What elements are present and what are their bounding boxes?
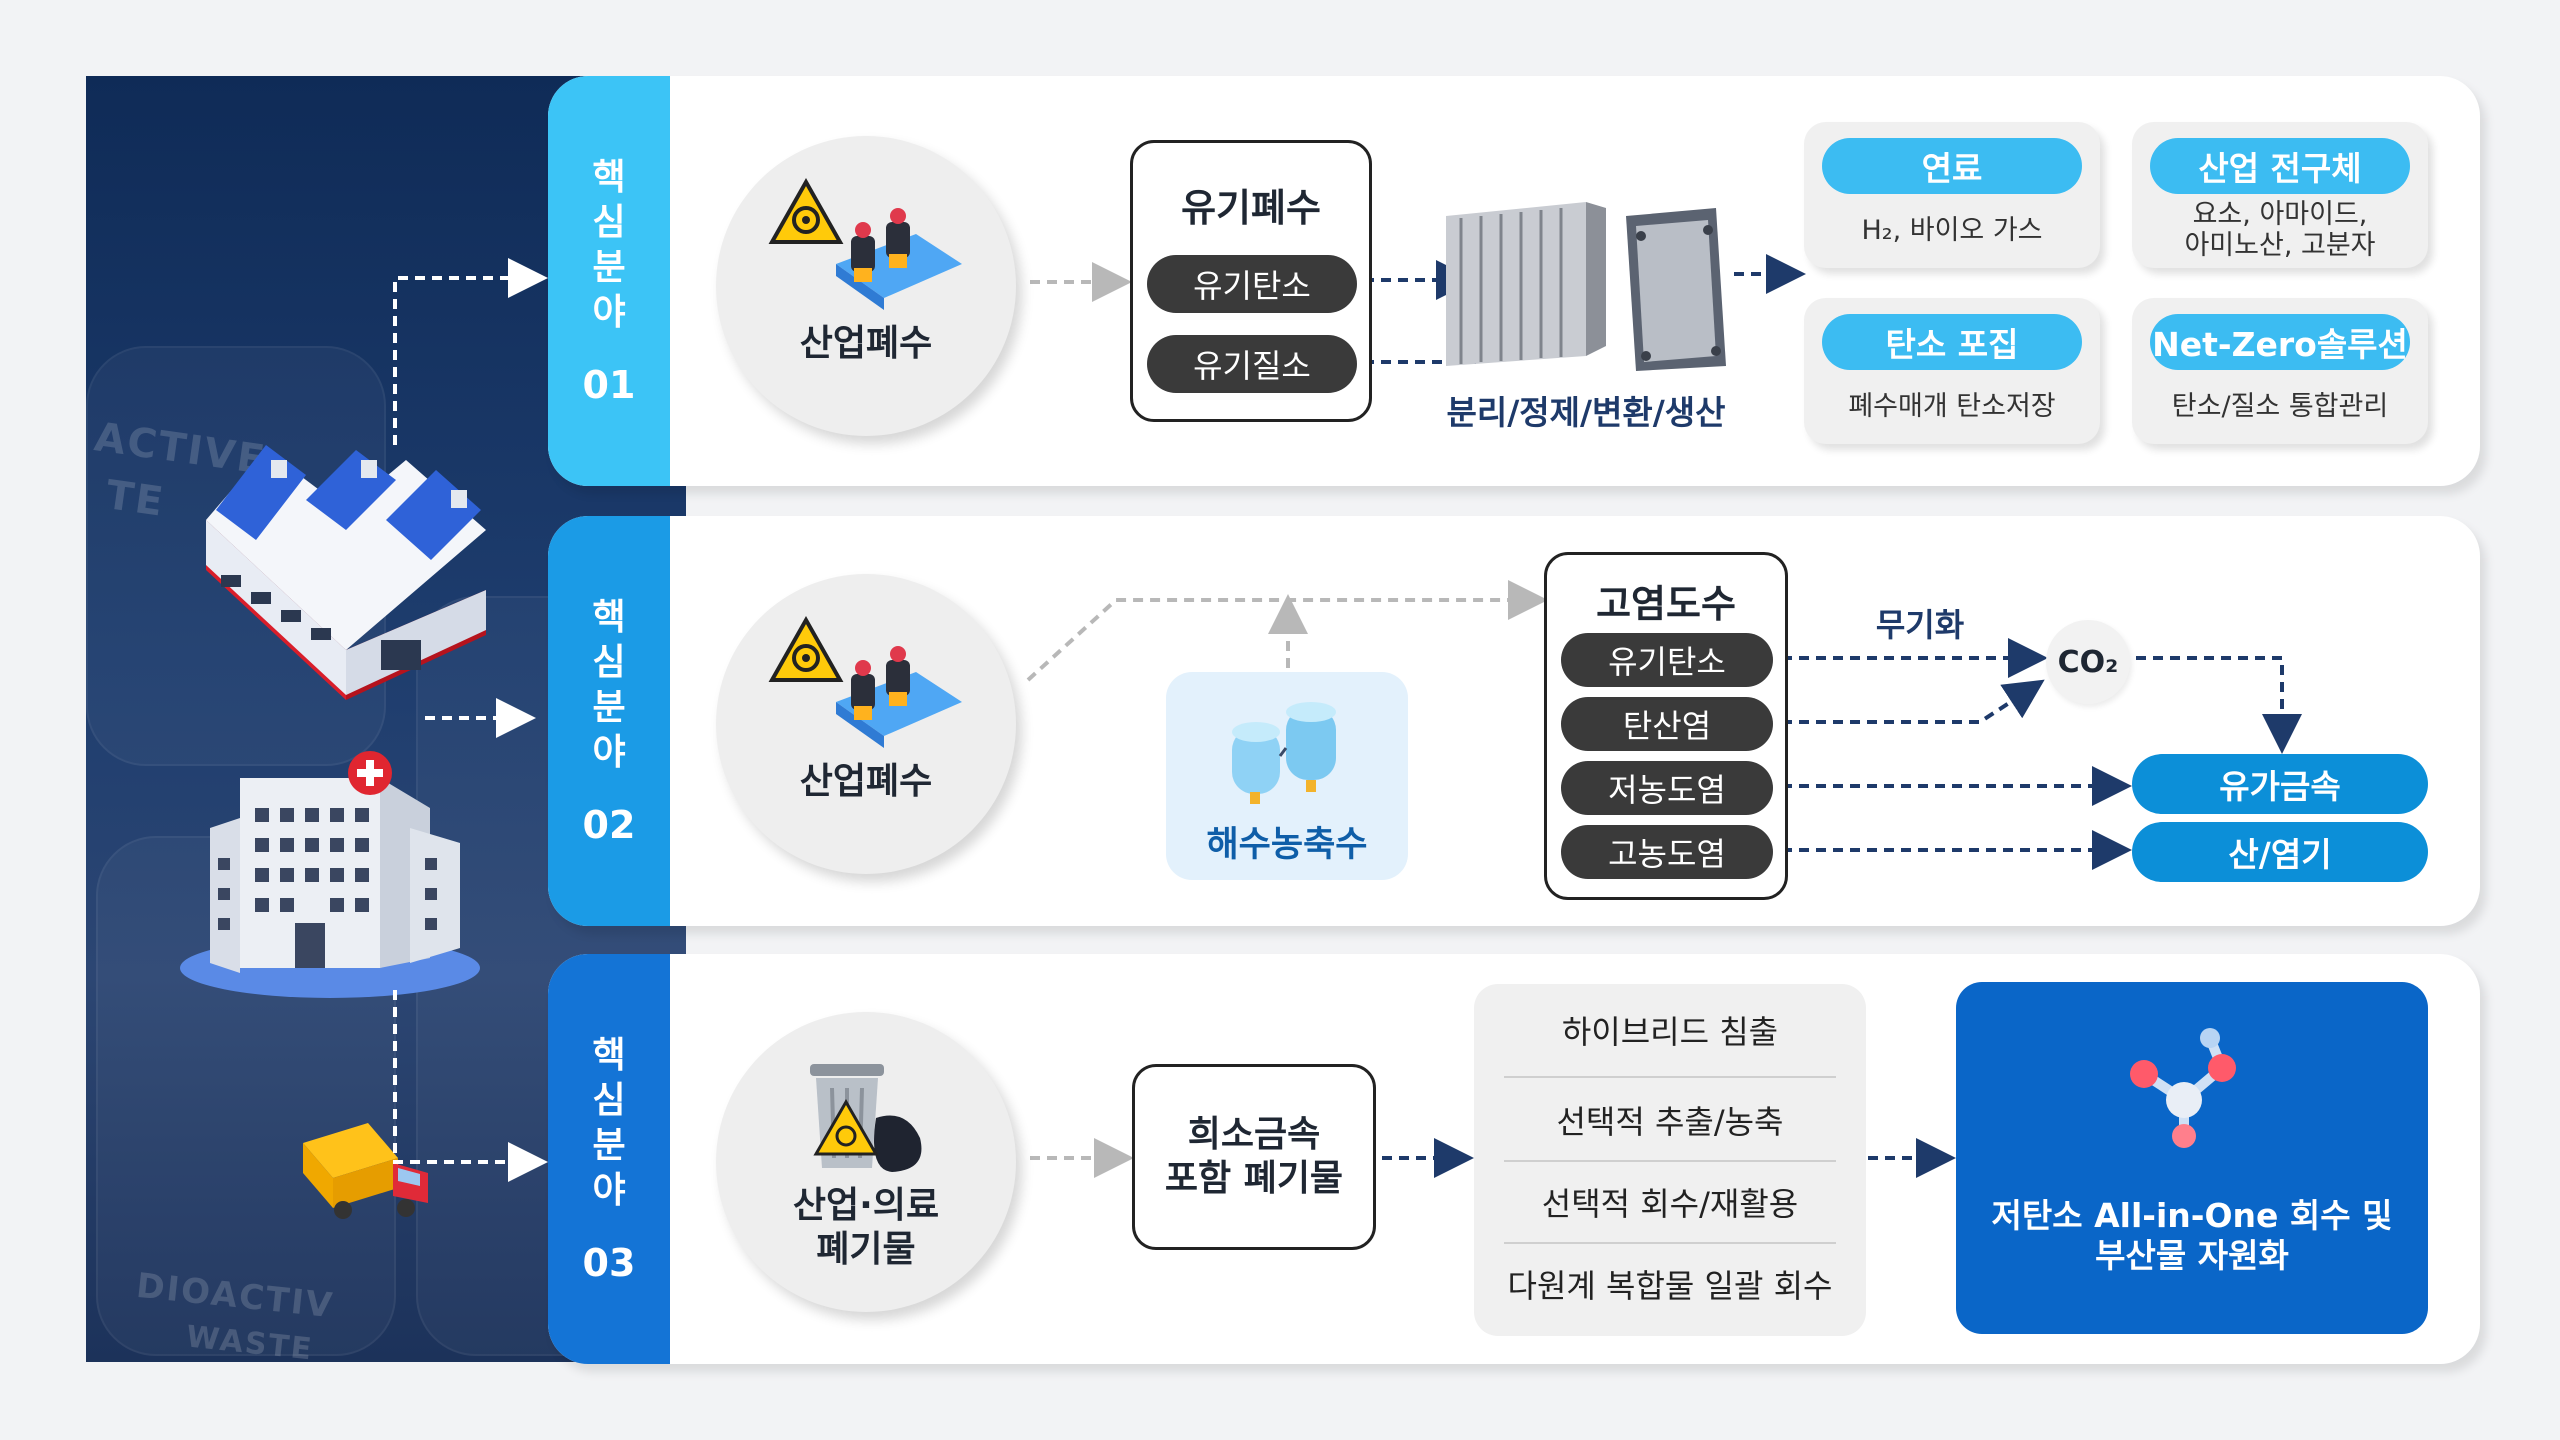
- output-card-carbon-capture: 탄소 포집 폐수매개 탄소저장: [1804, 298, 2100, 444]
- output-body: 탄소/질소 통합관리: [2171, 390, 2389, 422]
- process-step: 하이브리드 침출: [1561, 1013, 1779, 1051]
- node-item-high-salt: 고농도염: [1561, 825, 1773, 879]
- row-tab-03: 핵 심 분 야 03: [548, 954, 670, 1364]
- tab-char: 분: [592, 687, 626, 728]
- output-body: H₂, 바이오 가스: [1861, 214, 2043, 246]
- side-source-label: 해수농축수: [1206, 825, 1368, 865]
- tab-char: 핵: [592, 1035, 626, 1076]
- result-text: 저탄소 All-in-One 회수 및 부산물 자원화: [1956, 1196, 2428, 1276]
- output-title: Net-Zero솔루션: [2150, 314, 2410, 370]
- process-divider: [1504, 1160, 1836, 1162]
- output-card-precursor: 산업 전구체 요소, 아마이드, 아미노산, 고분자: [2132, 122, 2428, 268]
- row-tab-01: 핵 심 분 야 01: [548, 76, 670, 486]
- node-item-organic-carbon: 유기탄소: [1147, 255, 1357, 313]
- process-steps-box: 하이브리드 침출 선택적 추출/농축 선택적 회수/재활용 다원계 복합물 일괄…: [1474, 984, 1866, 1336]
- source-label-multiline: 산업·의료 폐기물: [793, 1184, 939, 1272]
- separation-equipment-icon: [1446, 202, 1726, 371]
- node-high-salinity-water: 고염도수 유기탄소 탄산염 저농도염 고농도염: [1544, 552, 1788, 900]
- output-body: 요소, 아마이드, 아미노산, 고분자: [2184, 199, 2376, 261]
- node-title-line: 포함 폐기물: [1164, 1158, 1344, 1199]
- tab-char: 핵: [592, 597, 626, 638]
- node-item-low-salt: 저농도염: [1561, 761, 1773, 815]
- waste-bin-icon: [810, 1064, 922, 1172]
- output-valuable-metal: 유가금속: [2132, 754, 2428, 814]
- process-step: 선택적 추출/농축: [1556, 1103, 1784, 1141]
- source-circle-industrial-medical-waste: 산업·의료 폐기물: [716, 1012, 1016, 1312]
- tab-char: 심: [592, 642, 626, 683]
- output-title: 산업 전구체: [2150, 138, 2410, 194]
- tab-char: 심: [592, 1080, 626, 1121]
- tab-char: 분: [592, 247, 626, 288]
- source-label-line: 산업·의료: [792, 1185, 940, 1226]
- process-label: 분리/정제/변환/생산: [1446, 393, 1726, 432]
- tab-chars: 핵 심 분 야: [592, 155, 625, 335]
- side-source-seawater-brine: 해수농축수: [1166, 672, 1408, 880]
- tab-char: 야: [592, 292, 626, 333]
- hospital-icon: [180, 751, 480, 998]
- tab-char: 심: [592, 202, 626, 243]
- output-card-fuel: 연료 H₂, 바이오 가스: [1804, 122, 2100, 268]
- source-circle-industrial-wastewater: 산업폐수: [716, 136, 1016, 436]
- node-title: 고염도수: [1596, 582, 1736, 626]
- result-box-low-carbon-recovery: 저탄소 All-in-One 회수 및 부산물 자원화: [1956, 982, 2428, 1334]
- output-card-net-zero: Net-Zero솔루션 탄소/질소 통합관리: [2132, 298, 2428, 444]
- node-rare-metal-waste: 희소금속 포함 폐기물: [1132, 1064, 1376, 1250]
- result-line: 부산물 자원화: [2095, 1236, 2289, 1275]
- tab-char: 야: [592, 1170, 626, 1211]
- source-label-line: 폐기물: [816, 1229, 916, 1270]
- output-acid-base: 산/염기: [2132, 822, 2428, 882]
- tab-char: 야: [592, 732, 626, 773]
- tab-chars: 핵 심 분 야: [592, 1033, 625, 1213]
- row-tab-02: 핵 심 분 야 02: [548, 516, 670, 926]
- node-item-organic-nitrogen: 유기질소: [1147, 335, 1357, 393]
- source-circle-industrial-wastewater: 산업폐수: [716, 574, 1016, 874]
- process-divider: [1504, 1242, 1836, 1244]
- output-title: 연료: [1822, 138, 2082, 194]
- molecule-icon: [2130, 1028, 2236, 1148]
- tab-number: 01: [582, 363, 636, 407]
- output-title: 탄소 포집: [1822, 314, 2082, 370]
- node-title: 유기폐수: [1181, 186, 1321, 230]
- water-tank-icon: [1232, 702, 1336, 804]
- node-item-organic-carbon: 유기탄소: [1561, 633, 1773, 687]
- source-label: 산업폐수: [799, 761, 933, 802]
- biohazard-pipe-icon: [768, 177, 962, 310]
- node-title-line: 희소금속: [1187, 1114, 1321, 1155]
- truck-icon: [303, 1123, 428, 1219]
- tab-char: 분: [592, 1125, 626, 1166]
- node-organic-wastewater: 유기폐수 유기탄소 유기질소: [1130, 140, 1372, 422]
- tab-number: 02: [582, 803, 636, 847]
- tab-number: 03: [582, 1241, 636, 1285]
- biohazard-pipe-icon: [768, 615, 962, 748]
- process-step: 선택적 회수/재활용: [1541, 1185, 1799, 1223]
- co2-node: CO₂: [2046, 620, 2130, 704]
- conversion-label: 무기화: [1875, 606, 1965, 644]
- result-line: 저탄소 All-in-One 회수 및: [1991, 1196, 2393, 1235]
- factory-icon: [206, 445, 486, 700]
- source-label: 산업폐수: [799, 323, 933, 364]
- tab-char: 핵: [592, 157, 626, 198]
- output-body: 폐수매개 탄소저장: [1848, 390, 2056, 422]
- node-item-carbonate: 탄산염: [1561, 697, 1773, 751]
- process-divider: [1504, 1076, 1836, 1078]
- tab-chars: 핵 심 분 야: [592, 595, 625, 775]
- process-step: 다원계 복합물 일괄 회수: [1507, 1267, 1833, 1305]
